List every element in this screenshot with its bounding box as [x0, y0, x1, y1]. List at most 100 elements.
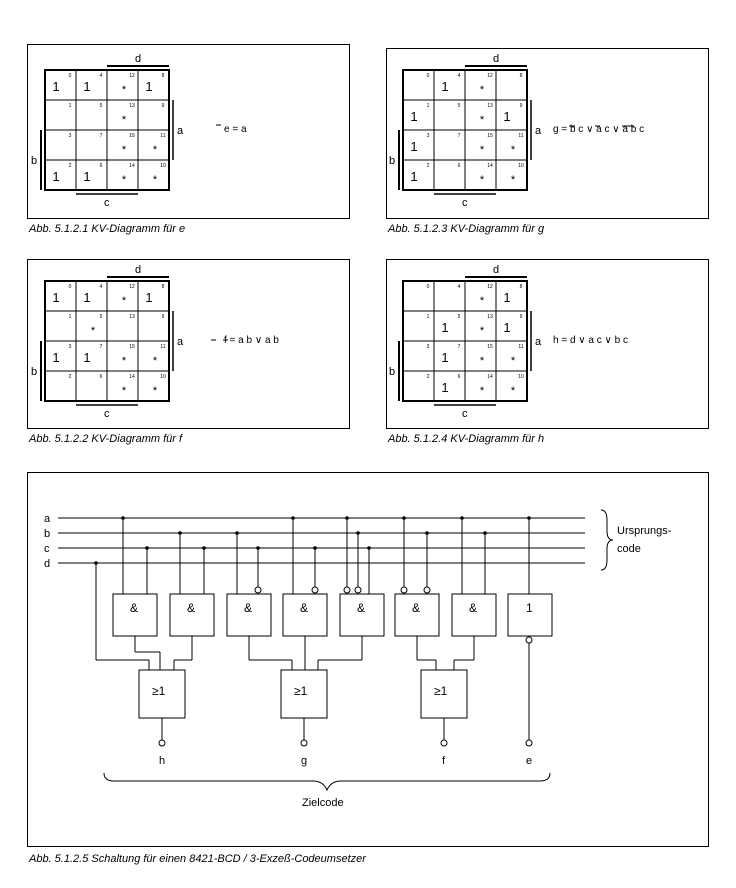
kv-cell-index: 0	[427, 73, 430, 79]
kv-cell-index: 14	[129, 374, 135, 380]
kv-cell-index: 6	[458, 163, 461, 169]
caption-kv-h: Abb. 5.1.2.4 KV-Diagramm für h	[388, 433, 545, 445]
kv-cell-value: *	[480, 114, 485, 126]
kv-cell-index: 7	[458, 344, 461, 350]
kv-cell-value: 1	[441, 380, 448, 395]
kv-cell-value: *	[153, 355, 158, 367]
output-label-h: h	[159, 755, 165, 767]
kv-cell-index: 11	[518, 344, 523, 350]
kv-label-c: c	[104, 197, 110, 209]
kv-cell-index: 15	[129, 133, 135, 139]
kv-cell-index: 13	[487, 103, 493, 109]
kv-cell-index: 8	[162, 284, 165, 290]
kv-cell-value: 1	[441, 79, 448, 94]
kv-cell-value: *	[511, 144, 516, 156]
and-gate-7-symbol: &	[469, 601, 477, 615]
kv-cell-index: 15	[487, 133, 493, 139]
and-gate-5-symbol: &	[357, 601, 365, 615]
kv-cell-value: 1	[83, 290, 90, 305]
kv-cell-index: 4	[100, 284, 103, 290]
kv-cell-value: *	[122, 84, 127, 96]
kv-cell-value: 1	[52, 169, 59, 184]
or-gate-g-symbol: ≥1	[294, 684, 308, 698]
kv-cell-index: 0	[69, 284, 72, 290]
kv-cell-index: 3	[427, 344, 430, 350]
caption-kv-e: Abb. 5.1.2.1 KV-Diagramm für e	[29, 223, 186, 235]
kv-label-b: b	[31, 366, 37, 378]
kv-cell-index: 8	[520, 73, 523, 79]
kv-cell-value: *	[511, 355, 516, 367]
kv-label-c: c	[104, 408, 110, 420]
kv-cell-index: 13	[129, 314, 135, 320]
kv-label-b: b	[31, 155, 37, 167]
junction-dots	[94, 516, 531, 565]
kv-cell-index: 8	[520, 284, 523, 290]
kv-cell-value: *	[91, 325, 96, 337]
output-label-f: f	[442, 755, 446, 767]
kv-cell-index: 11	[160, 344, 165, 350]
kv-cell-index: 14	[487, 374, 493, 380]
or-gate-f-symbol: ≥1	[434, 684, 448, 698]
kv-label-a: a	[177, 336, 184, 348]
kv-cell-index: 10	[518, 163, 524, 169]
kv-cell-index: 9	[162, 103, 165, 109]
kv-cell-index: 12	[129, 73, 135, 79]
kv-cell-value: *	[122, 295, 127, 307]
and-gate-4-symbol: &	[300, 601, 308, 615]
kv-cell-value: *	[480, 295, 485, 307]
kv-cell-value: 1	[52, 290, 59, 305]
kv-label-b: b	[389, 366, 395, 378]
kv-cell-index: 3	[69, 344, 72, 350]
kv-cell-value: 1	[441, 350, 448, 365]
kv-cell-value: 1	[145, 290, 152, 305]
kv-cell-index: 3	[69, 133, 72, 139]
kv-cell-index: 11	[518, 133, 523, 139]
not-gate-symbol: 1	[526, 601, 533, 615]
kv-formula: e = a	[224, 124, 247, 135]
kv-label-a: a	[535, 336, 542, 348]
kv-cell-index: 2	[427, 163, 430, 169]
kv-label-d: d	[493, 264, 499, 276]
kv-cell-value: *	[480, 144, 485, 156]
kv-cell-index: 10	[518, 374, 524, 380]
kv-border	[402, 69, 528, 191]
kv-cell-index: 12	[487, 284, 493, 290]
kv-cell-value: 1	[52, 79, 59, 94]
output-label-e: e	[526, 755, 532, 767]
kv-cell-index: 2	[69, 374, 72, 380]
source-label-line1: Ursprungs-	[617, 525, 672, 537]
kv-cell-value: 1	[410, 169, 417, 184]
kv-cell-index: 9	[162, 314, 165, 320]
kv-cell-index: 9	[520, 314, 523, 320]
kv-cell-value: 1	[83, 350, 90, 365]
kv-cell-value: 1	[503, 320, 510, 335]
caption-circuit: Abb. 5.1.2.5 Schaltung für einen 8421-BC…	[29, 853, 366, 865]
target-brace	[103, 772, 551, 792]
input-label-d: d	[44, 558, 50, 570]
kv-cell-index: 1	[427, 103, 430, 109]
output-label-g: g	[301, 755, 307, 767]
kv-formula: f = a b ∨ a b	[224, 335, 279, 346]
kv-cell-value: *	[480, 355, 485, 367]
kv-cell-index: 15	[129, 344, 135, 350]
kv-cell-value: *	[480, 385, 485, 397]
and-gate-1-symbol: &	[130, 601, 138, 615]
kv-cell-index: 7	[458, 133, 461, 139]
kv-cell-index: 4	[458, 284, 461, 290]
kv-cell-index: 5	[458, 314, 461, 320]
kv-cell-index: 0	[427, 284, 430, 290]
kv-cell-index: 9	[520, 103, 523, 109]
kv-label-b: b	[389, 155, 395, 167]
kv-label-d: d	[135, 53, 141, 65]
or-gate-h-symbol: ≥1	[152, 684, 166, 698]
kv-cell-value: 1	[410, 109, 417, 124]
kv-cell-index: 10	[160, 163, 166, 169]
kv-cell-index: 1	[69, 314, 72, 320]
and-gate-2-symbol: &	[187, 601, 195, 615]
input-label-a: a	[44, 513, 51, 525]
kv-cell-value: *	[511, 385, 516, 397]
input-label-b: b	[44, 528, 50, 540]
kv-cell-index: 3	[427, 133, 430, 139]
kv-cell-index: 5	[100, 314, 103, 320]
